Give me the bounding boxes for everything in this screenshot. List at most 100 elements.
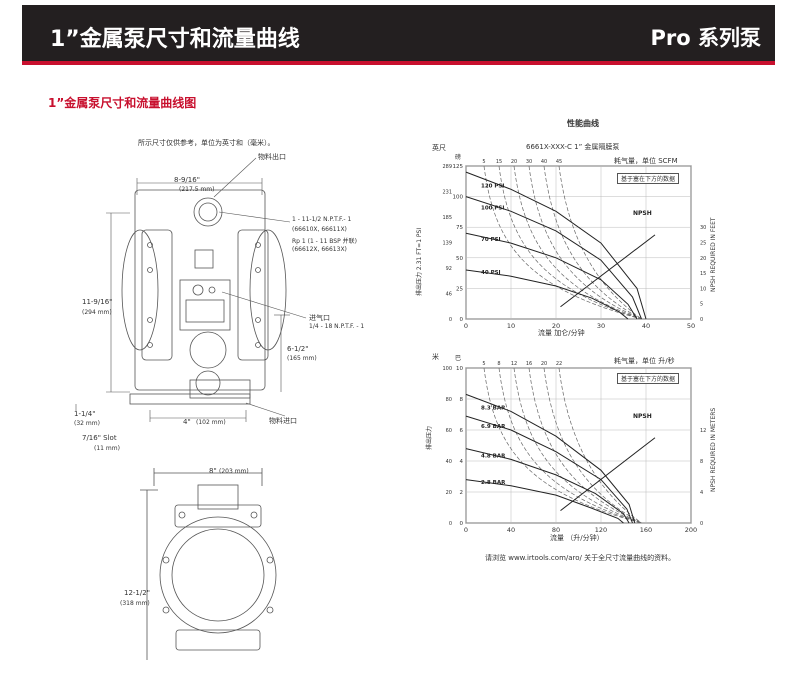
chart2-scfm-tick: 20 (541, 361, 547, 367)
chart2-y-tick: 0 (460, 521, 464, 527)
chart2-left-unit-top: 米 (432, 353, 439, 361)
port-spec-line2: (66610X, 66611X) (292, 226, 347, 233)
chart1-series-line (465, 171, 647, 320)
red-divider (22, 61, 775, 65)
chart1-left-unit-top: 英尺 (432, 144, 446, 152)
page-title: 1”金属泵尺寸和流量曲线 (50, 27, 300, 52)
chart2-y-tick-outer: 100 (442, 366, 452, 372)
chart2-y-tick-outer: 40 (446, 459, 452, 465)
chart2-air-consumption-curve (498, 367, 642, 524)
chart1-y-tick-outer: 231 (442, 190, 452, 196)
chart2-scfm-tick: 12 (511, 361, 517, 367)
air-valve-cover (185, 299, 225, 323)
chart1-y-tick: 0 (460, 317, 464, 323)
chart1-y-tick: 50 (456, 256, 463, 262)
section-title: 1”金属泵尺寸和流量曲线图 (48, 96, 197, 110)
dimension-note: 所示尺寸仅供参考，单位为英寸和（毫米）。 (138, 139, 275, 147)
chart1-y-tick-outer: 0 (449, 317, 452, 323)
chart1-scfm-tick: 30 (526, 159, 532, 165)
side-width-dimension-mm: (203 mm) (219, 468, 249, 475)
chart1-right-tick: 10 (700, 286, 706, 292)
right-diaphragm-cap (249, 229, 287, 351)
chart1-series-label: 100 PSI (481, 205, 504, 211)
chart1-series-label: 40 PSI (481, 270, 501, 276)
chart1-y-tick-outer: 92 (446, 266, 452, 272)
width-dimension: 8-9/16" (174, 176, 200, 184)
outlet-label: 物料出口 (258, 153, 286, 161)
chart2-x-tick: 200 (685, 526, 697, 534)
chart2-air-consumption-curve (483, 367, 642, 524)
chart2-right-tick: 4 (700, 490, 703, 496)
chart1-y-tick: 125 (453, 164, 464, 170)
height-dimension-mm: (294 mm) (82, 309, 112, 316)
chart2-y-tick-outer: 0 (449, 521, 452, 527)
chart1-x-tick: 10 (507, 322, 515, 330)
chart2-right-tick: 12 (700, 428, 706, 434)
air-inlet-label: 进气口 (309, 314, 330, 322)
chart2-legend: 基于塞在下方的数据 (617, 373, 680, 384)
left-diaphragm-cap (121, 229, 159, 351)
chart2-x-tick: 120 (595, 526, 607, 534)
chart1-air-consumption-curve (543, 165, 642, 320)
chart1-y-tick-outer: 139 (442, 241, 452, 247)
chart1-scfm-tick: 5 (482, 159, 485, 165)
base-feet (129, 393, 251, 405)
chart2-air-consumption-curve (513, 367, 642, 524)
side-diaphragm-ring (159, 516, 277, 634)
center-hub (189, 331, 227, 369)
chart2-xlabel: 流量 （升/分钟） (550, 534, 604, 542)
chart1-x-tick: 20 (552, 322, 560, 330)
height-dimension: 11-9/16" (82, 298, 113, 306)
chart1-npsh-line (560, 234, 656, 308)
inlet-label: 物料进口 (269, 417, 297, 425)
air-inlet-fitting (192, 284, 204, 296)
chart2-air-consumption-curve (558, 367, 642, 524)
chart1-y-tick-outer: 46 (446, 292, 452, 298)
chart1-legend: 基于塞在下方的数据 (617, 173, 680, 184)
chart2-series-line (465, 393, 636, 524)
chart1-xlabel: 流量 加仑/分钟 (538, 329, 585, 337)
chart2-y-tick: 4 (460, 459, 464, 465)
chart2-series-line (465, 479, 624, 524)
series-title: Pro 系列泵 (650, 26, 762, 50)
side-width-dimension: 8" (209, 467, 217, 475)
chart1-series-label: 70 PSI (481, 237, 501, 243)
chart2-plot-frame (465, 367, 692, 524)
chart1-y-tick-outer: 289 (442, 164, 452, 170)
chart2-npsh-line (560, 437, 656, 511)
inlet-port (195, 370, 221, 396)
air-fitting-bolt (208, 286, 216, 294)
chart2-scfm-label: 耗气量，单位 升/秒 (614, 357, 675, 365)
air-inlet-size: 1/4 - 18 N.P.T.F. - 1 (309, 323, 365, 330)
chart1-right-tick: 30 (700, 225, 706, 231)
chart1-x-tick: 50 (687, 322, 695, 330)
header-bar: 1”金属泵尺寸和流量曲线 Pro 系列泵 (22, 5, 775, 61)
chart2-series-label: 2.8 BAR (481, 480, 506, 486)
left-chamber (141, 229, 173, 361)
chart1-right-tick: 5 (700, 302, 703, 308)
chart2-y-tick: 8 (460, 397, 464, 403)
chart1-series-line (465, 232, 638, 320)
chart1-right-tick: 0 (700, 317, 703, 323)
chart2-scfm-tick: 16 (526, 361, 532, 367)
chart2-series-label: 6.9 BAR (481, 424, 506, 430)
chart1-x-tick: 40 (642, 322, 650, 330)
chart2-air-consumption-curve (528, 367, 642, 524)
chart1-air-consumption-curve (558, 165, 642, 320)
chart2-right-tick: 0 (700, 521, 703, 527)
side-height-dimension: 12-1/2" (124, 589, 150, 597)
chart2-series-label: 8.3 BAR (481, 405, 506, 411)
chart1-y-tick: 25 (456, 286, 463, 292)
chart2-y-tick-outer: 60 (446, 428, 452, 434)
right-chamber (237, 229, 269, 361)
chart2-y-tick-outer: 80 (446, 397, 452, 403)
outlet-port-inner (198, 202, 218, 222)
chart1-ylabel-left: 排出压力 2.31 FT=1 PSI (416, 227, 423, 296)
chart1-y-tick-outer: 185 (442, 215, 452, 221)
curves-model: 6661X-XXX-C 1” 金属隔膜泵 (526, 143, 620, 151)
chart2-ylabel-right: NPSH REQUIRED IN METERS (710, 407, 717, 492)
chart2-series-label: 4.8 BAR (481, 453, 506, 459)
